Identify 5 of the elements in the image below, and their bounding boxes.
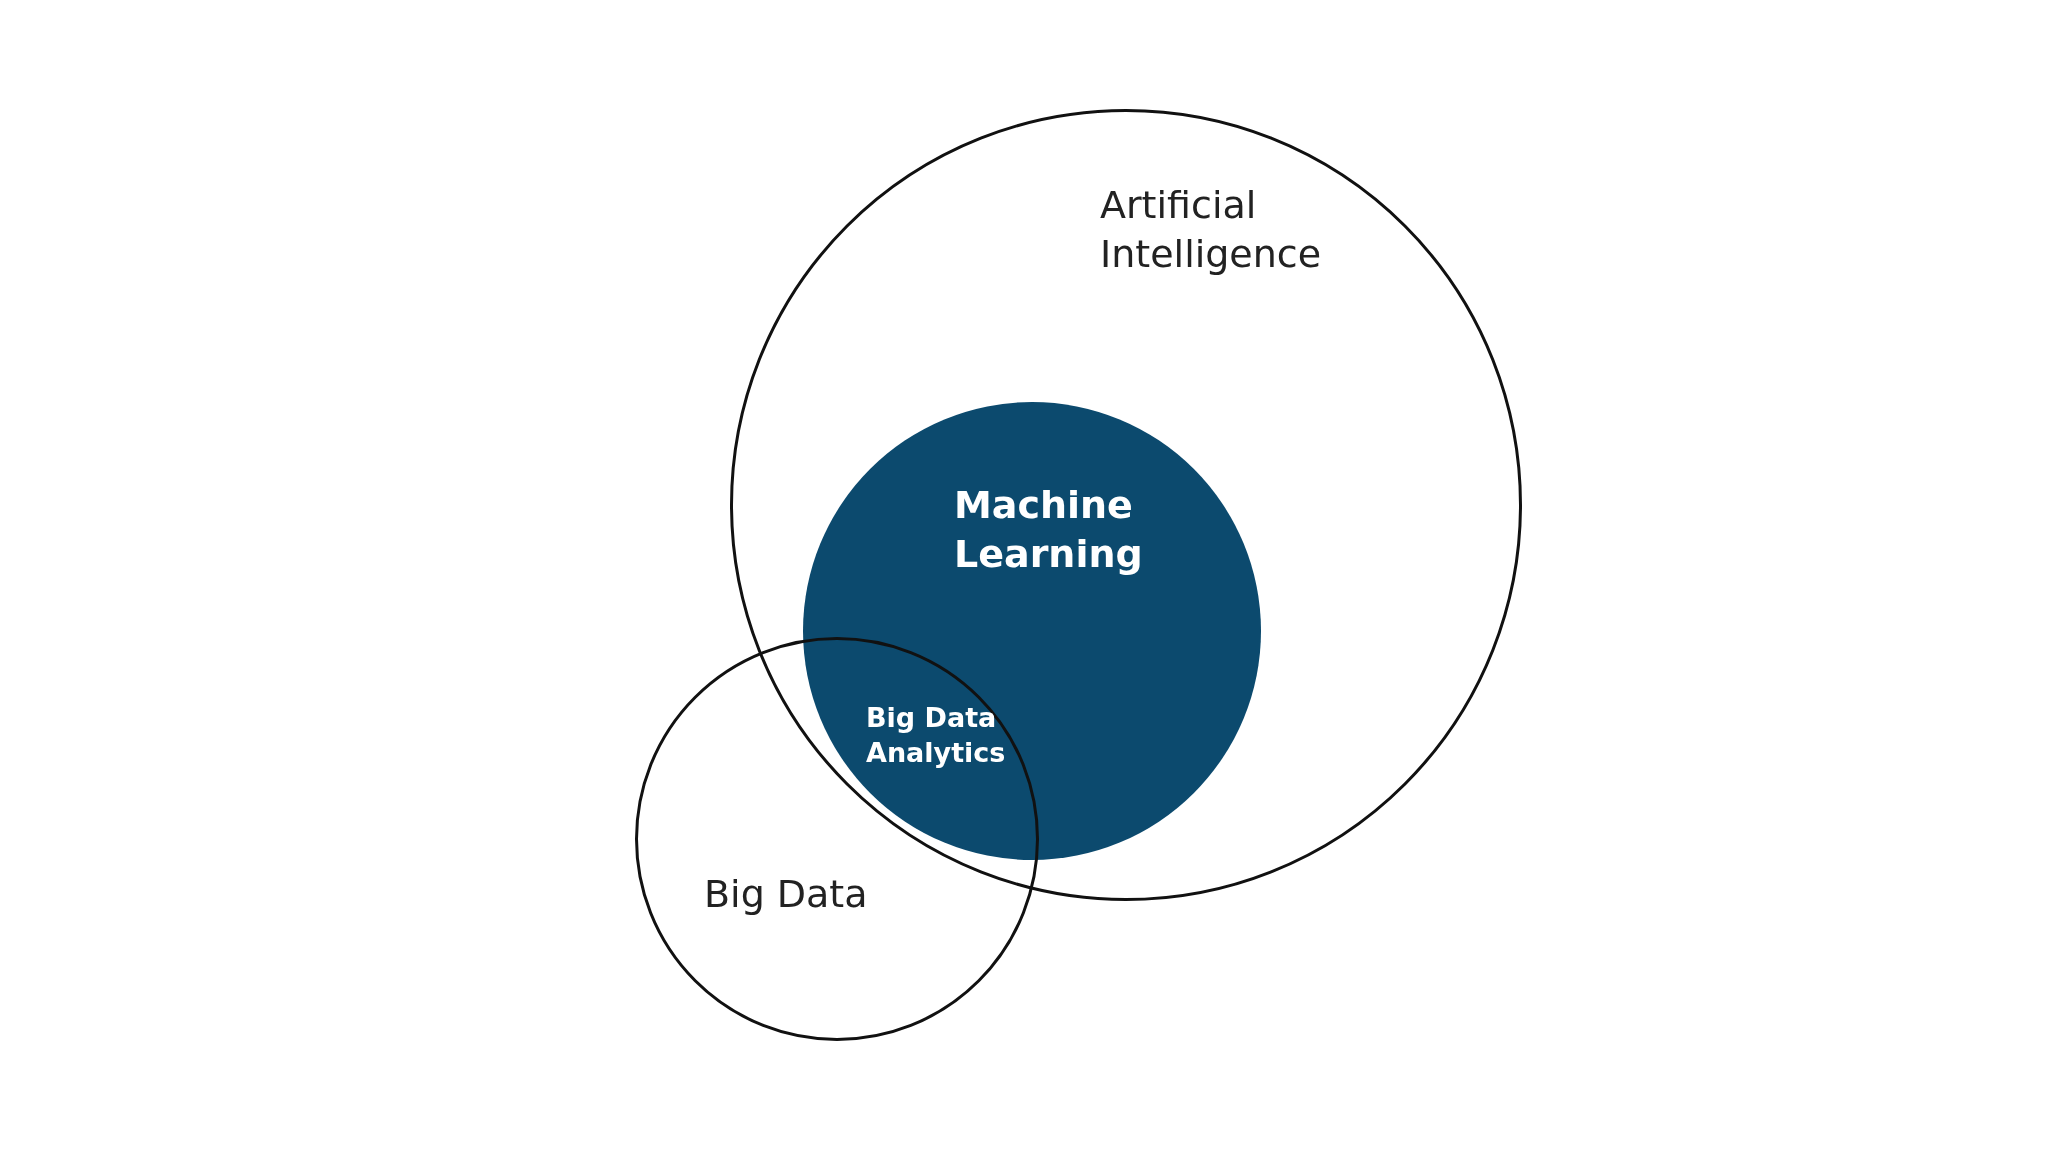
region-label: Big Data Analytics	[866, 701, 1007, 771]
circle-label: Machine Learning	[954, 482, 1144, 579]
circle-label: Big Data	[704, 871, 869, 918]
venn-circle	[635, 637, 1039, 1041]
circle-label: Artificial Intelligence	[1100, 182, 1323, 279]
